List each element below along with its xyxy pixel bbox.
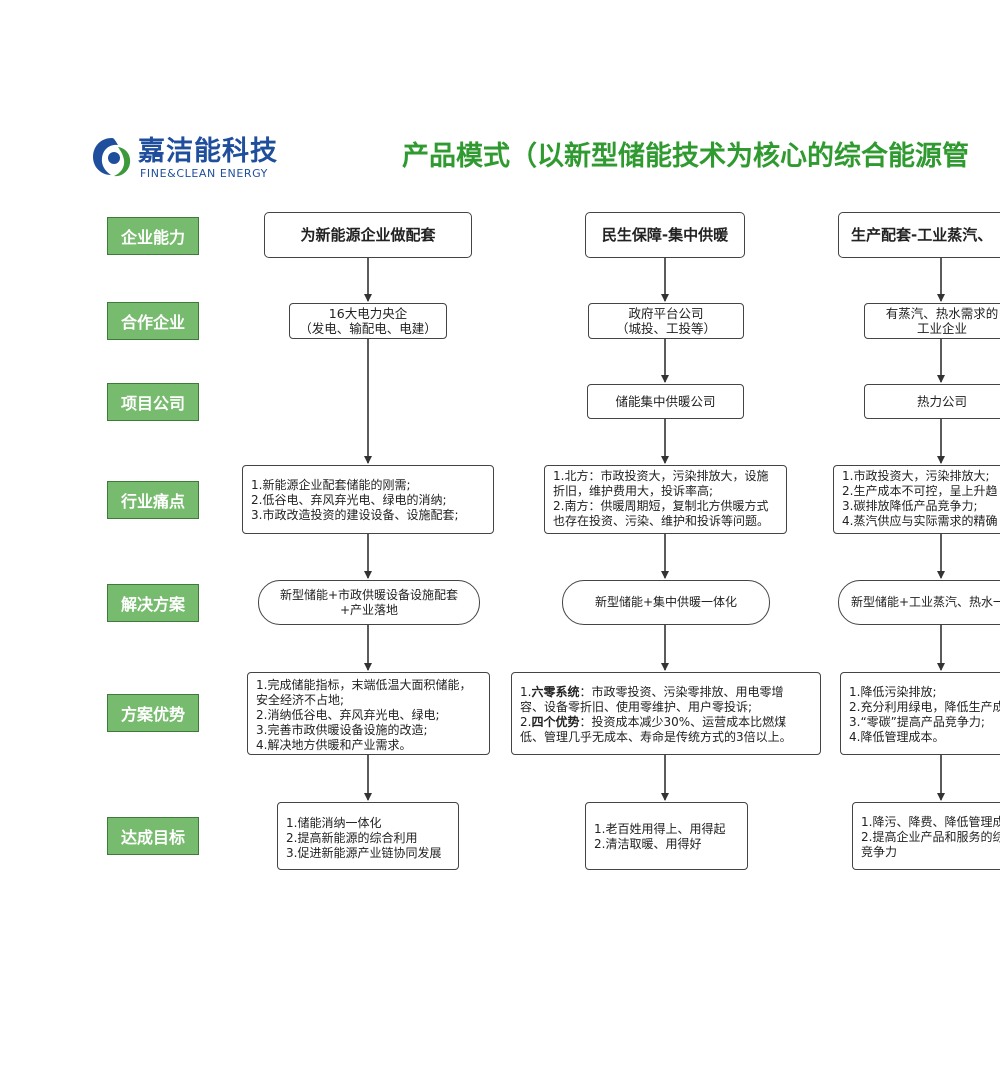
column-2-advantages: 1.六零系统：市政零投资、污染零排放、用电零增 容、设备零折旧、使用零维护、用户… <box>511 672 821 755</box>
column-1-goals: 1.储能消纳一体化 2.提高新能源的综合利用 3.促进新能源产业链协同发展 <box>277 802 459 870</box>
column-3-pain-line: 1.市政投资大，污染排放大; <box>842 469 990 483</box>
column-1-pain-points: 1.新能源企业配套储能的刚需; 2.低谷电、弃风弃光电、绿电的消纳; 3.市政改… <box>242 465 494 534</box>
logo-chinese-name: 嘉洁能科技 <box>138 136 278 167</box>
adv-num: 1. <box>520 685 532 699</box>
logo-english-name: FINE&CLEAN ENERGY <box>140 167 269 180</box>
column-3-advantage-line: 3.“零碳”提高产品竞争力; <box>849 715 985 729</box>
column-2-solution: 新型储能+集中供暖一体化 <box>562 580 770 625</box>
logo-mark-icon <box>93 138 131 177</box>
column-1-advantage-line: 3.完善市政供暖设备设施的改造; <box>256 723 428 737</box>
column-1-pain-line: 1.新能源企业配套储能的刚需; <box>251 478 411 492</box>
column-1-partner-line: （发电、输配电、电建） <box>299 321 437 336</box>
column-2-pain-line: 也存在投资、污染、维护和投诉等问题。 <box>553 514 770 528</box>
column-1-advantage-line: 安全经济不占地; <box>256 693 345 707</box>
column-2-header: 民生保障-集中供暖 <box>585 212 745 258</box>
category-solution: 解决方案 <box>107 584 199 622</box>
column-3-goal-line: 竞争力 <box>861 845 898 859</box>
column-3-goals: 1.降污、降费、降低管理成 2.提高企业产品和服务的综 竞争力 <box>852 802 1000 870</box>
column-1-solution-line: +产业落地 <box>339 602 399 617</box>
column-1-solution: 新型储能+市政供暖设备设施配套 +产业落地 <box>258 580 480 625</box>
column-3-pain-line: 4.蒸汽供应与实际需求的精确 <box>842 514 998 528</box>
column-1-advantage-line: 2.消纳低谷电、弃风弃光电、绿电; <box>256 708 440 722</box>
column-3-advantage-line: 1.降低污染排放; <box>849 685 937 699</box>
column-2-goals: 1.老百姓用得上、用得起 2.清洁取暖、用得好 <box>585 802 748 870</box>
column-3-solution-line: 新型储能+工业蒸汽、热水一 <box>851 595 1000 609</box>
column-3-project-company: 热力公司 <box>864 384 1000 419</box>
column-2-partner: 政府平台公司 （城投、工投等） <box>588 303 744 339</box>
column-3-advantage-line: 2.充分利用绿电，降低生产成 <box>849 700 1000 714</box>
column-1-advantage-line: 4.解决地方供暖和产业需求。 <box>256 738 412 752</box>
category-project-company: 项目公司 <box>107 383 199 421</box>
column-2-pain-line: 折旧，维护费用大，投诉率高; <box>553 484 714 498</box>
column-2-solution-line: 新型储能+集中供暖一体化 <box>594 595 738 609</box>
column-1-partner: 16大电力央企 （发电、输配电、电建） <box>289 303 447 339</box>
column-1-advantage-line: 1.完成储能指标，末端低温大面积储能， <box>256 678 472 692</box>
adv-text: ：市政零投资、污染零排放、用电零增 <box>579 685 784 699</box>
column-3-goal-line: 1.降污、降费、降低管理成 <box>861 815 1000 829</box>
column-2-pain-points: 1.北方：市政投资大，污染排放大，设施 折旧，维护费用大，投诉率高; 2.南方：… <box>544 465 787 534</box>
column-2-partner-line: 政府平台公司 <box>628 306 704 321</box>
column-3-advantage-line: 4.降低管理成本。 <box>849 730 945 744</box>
column-2-advantage-line-2: 容、设备零折旧、使用零维护、用户零投诉; <box>520 700 753 714</box>
column-1-pain-line: 2.低谷电、弃风弃光电、绿电的消纳; <box>251 493 447 507</box>
column-3-advantages: 1.降低污染排放; 2.充分利用绿电，降低生产成 3.“零碳”提高产品竞争力; … <box>840 672 1000 755</box>
column-3-pain-line: 2.生产成本不可控，呈上升趋 <box>842 484 998 498</box>
column-1-partner-line: 16大电力央企 <box>328 306 408 321</box>
column-2-advantage-line-3: 2.四个优势：投资成本减少30%、运营成本比燃煤 <box>520 715 812 730</box>
company-logo: 嘉洁能科技 FINE&CLEAN ENERGY <box>90 135 290 185</box>
column-3-header: 生产配套-工业蒸汽、 <box>838 212 1000 258</box>
column-3-pain-points: 1.市政投资大，污染排放大; 2.生产成本不可控，呈上升趋 3.碳排放降低产品竞… <box>833 465 1000 534</box>
column-1-goal-line: 1.储能消纳一体化 <box>286 816 382 830</box>
column-3-partner-line: 有蒸汽、热水需求的 <box>885 306 999 321</box>
column-2-goal-line: 1.老百姓用得上、用得起 <box>594 822 726 836</box>
adv-num: 2. <box>520 715 532 729</box>
column-1-header: 为新能源企业做配套 <box>264 212 472 258</box>
column-2-partner-line: （城投、工投等） <box>615 321 716 336</box>
column-1-goal-line: 3.促进新能源产业链协同发展 <box>286 846 442 860</box>
column-2-advantage-line-4: 低、管理几乎无成本、寿命是传统方式的3倍以上。 <box>520 730 792 744</box>
category-pain-points: 行业痛点 <box>107 481 199 519</box>
adv-keyword-four-advantages: 四个优势 <box>531 715 580 729</box>
column-2-pain-line: 2.南方：供暖周期短，复制北方供暖方式 <box>553 499 769 513</box>
column-2-pain-line: 1.北方：市政投资大，污染排放大，设施 <box>553 469 769 483</box>
column-2-advantage-line-1: 1.六零系统：市政零投资、污染零排放、用电零增 <box>520 685 812 700</box>
category-partners: 合作企业 <box>107 302 199 340</box>
adv-keyword-six-zero: 六零系统 <box>531 685 580 699</box>
column-2-goal-line: 2.清洁取暖、用得好 <box>594 837 702 851</box>
category-advantages: 方案优势 <box>107 694 199 732</box>
page-title: 产品模式（以新型储能技术为核心的综合能源管 <box>402 141 969 172</box>
column-1-pain-line: 3.市政改造投资的建设设备、设施配套; <box>251 508 459 522</box>
column-1-advantages: 1.完成储能指标，末端低温大面积储能， 安全经济不占地; 2.消纳低谷电、弃风弃… <box>247 672 490 755</box>
column-1-goal-line: 2.提高新能源的综合利用 <box>286 831 418 845</box>
column-3-goal-line: 2.提高企业产品和服务的综 <box>861 830 1000 844</box>
column-3-partner-line: 工业企业 <box>916 321 967 336</box>
category-enterprise-capability: 企业能力 <box>107 217 199 255</box>
column-3-partner: 有蒸汽、热水需求的 工业企业 <box>864 303 1000 339</box>
category-goals: 达成目标 <box>107 817 199 855</box>
column-3-pain-line: 3.碳排放降低产品竞争力; <box>842 499 978 513</box>
column-2-project-company: 储能集中供暖公司 <box>587 384 744 419</box>
adv-text: ：投资成本减少30%、运营成本比燃煤 <box>579 715 787 729</box>
column-1-solution-line: 新型储能+市政供暖设备设施配套 <box>279 587 459 602</box>
column-3-solution: 新型储能+工业蒸汽、热水一 <box>838 580 1000 625</box>
